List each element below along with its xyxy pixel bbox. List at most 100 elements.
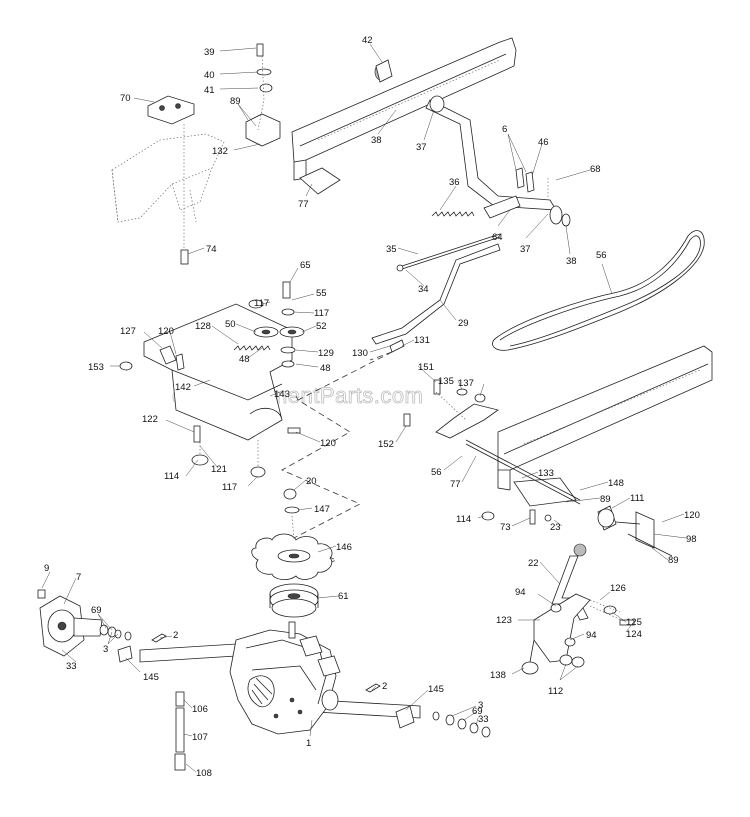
label-part-33: 33 — [478, 714, 489, 725]
label-part-127: 127 — [120, 326, 136, 337]
label-part-77: 77 — [298, 199, 309, 210]
label-part-3: 3 — [478, 700, 483, 711]
label-part-37: 37 — [520, 244, 531, 255]
washer-set-right — [432, 711, 491, 738]
label-part-73: 73 — [500, 522, 511, 533]
label-part-94: 94 — [515, 587, 526, 598]
label-part-152: 152 — [378, 439, 394, 450]
label-part-48: 48 — [239, 354, 250, 365]
label-part-29: 29 — [458, 318, 469, 329]
label-part-36: 36 — [449, 177, 460, 188]
shift-linkage-parts — [403, 379, 499, 439]
washer-set-left — [99, 624, 132, 641]
label-part-61: 61 — [338, 591, 349, 602]
label-part-98: 98 — [686, 534, 697, 545]
bracket-part-70 — [147, 95, 195, 125]
label-part-89: 89 — [668, 555, 679, 566]
label-part-50: 50 — [225, 319, 236, 330]
label-part-107: 107 — [192, 732, 208, 743]
label-part-7: 7 — [76, 572, 81, 583]
label-part-117: 117 — [254, 298, 269, 309]
label-part-112: 112 — [548, 686, 563, 697]
roller-part-42 — [374, 59, 393, 83]
label-part-22: 22 — [528, 558, 539, 569]
drive-belt-part-56 — [492, 230, 705, 351]
bolt-set-39-41 — [256, 43, 273, 131]
label-part-35: 35 — [386, 244, 397, 255]
plate-parts-145 — [117, 645, 415, 729]
label-part-135: 135 — [438, 376, 454, 387]
label-part-42: 42 — [362, 35, 373, 46]
part-number-labels: 39 40 41 42 70 89 132 38 37 77 6 46 68 3… — [44, 35, 700, 779]
label-part-40: 40 — [204, 70, 215, 81]
label-part-2: 2 — [173, 630, 178, 641]
label-part-48: 48 — [320, 363, 331, 374]
hub-part-7 — [37, 589, 103, 657]
label-part-142: 142 — [175, 382, 191, 393]
label-part-130: 130 — [352, 348, 368, 359]
frame-rail-right — [465, 345, 713, 507]
label-part-38: 38 — [566, 256, 577, 267]
label-part-151: 151 — [418, 362, 434, 373]
label-part-106: 106 — [192, 704, 208, 715]
label-part-121: 121 — [211, 464, 227, 475]
key-parts-2 — [151, 633, 381, 693]
bolt-parts-106-108 — [174, 691, 186, 771]
label-part-153: 153 — [88, 362, 104, 373]
pin-part-131 — [389, 339, 405, 353]
label-part-143: 143 — [274, 389, 290, 400]
leader-lines — [41, 43, 687, 773]
label-part-120: 120 — [158, 326, 174, 337]
label-part-128: 128 — [195, 321, 211, 332]
frame-rail-top — [245, 37, 517, 195]
pulley-part-61 — [269, 583, 319, 618]
label-part-46: 46 — [538, 137, 549, 148]
label-part-123: 123 — [496, 615, 512, 626]
label-part-131: 131 — [414, 335, 430, 346]
label-part-37: 37 — [416, 142, 427, 153]
label-part-1: 1 — [306, 738, 311, 749]
label-part-3: 3 — [103, 644, 108, 655]
label-part-122: 122 — [142, 414, 158, 425]
label-part-41: 41 — [204, 85, 215, 96]
label-part-148: 148 — [608, 478, 624, 489]
label-part-132: 132 — [212, 146, 228, 157]
label-part-2: 2 — [382, 681, 387, 692]
label-part-74: 74 — [206, 244, 217, 255]
fender-outline — [111, 133, 225, 223]
label-part-89: 89 — [230, 96, 241, 107]
label-part-56: 56 — [431, 467, 442, 478]
label-part-120: 120 — [684, 510, 700, 521]
label-part-56: 56 — [596, 250, 607, 261]
label-part-125: 125 — [626, 617, 642, 628]
label-part-147: 147 — [314, 504, 330, 515]
label-part-34: 34 — [418, 284, 429, 295]
nut-part-20 — [283, 488, 300, 541]
label-part-117: 117 — [222, 482, 237, 493]
label-part-108: 108 — [196, 768, 212, 779]
label-part-145: 145 — [428, 684, 444, 695]
label-part-68: 68 — [590, 164, 601, 175]
label-part-137: 137 — [458, 378, 474, 389]
label-part-146: 146 — [336, 542, 352, 553]
link-rods-35-29 — [371, 233, 501, 345]
label-part-117: 117 — [314, 308, 329, 319]
label-part-33: 33 — [66, 661, 77, 672]
shift-rod-assembly — [425, 95, 571, 227]
bracket-part-123 — [521, 593, 635, 675]
label-part-39: 39 — [204, 47, 215, 58]
label-part-20: 20 — [306, 476, 317, 487]
small-parts-114-73 — [481, 509, 552, 525]
label-part-70: 70 — [120, 93, 131, 104]
label-part-133: 133 — [538, 468, 554, 479]
label-part-126: 126 — [610, 583, 626, 594]
label-part-38: 38 — [371, 135, 382, 146]
label-part-6: 6 — [502, 124, 507, 135]
spring-part-36 — [431, 211, 475, 217]
label-part-129: 129 — [318, 348, 334, 359]
label-part-138: 138 — [490, 670, 506, 681]
label-part-64: 64 — [492, 232, 503, 243]
label-part-69: 69 — [91, 605, 102, 616]
label-part-52: 52 — [316, 321, 327, 332]
